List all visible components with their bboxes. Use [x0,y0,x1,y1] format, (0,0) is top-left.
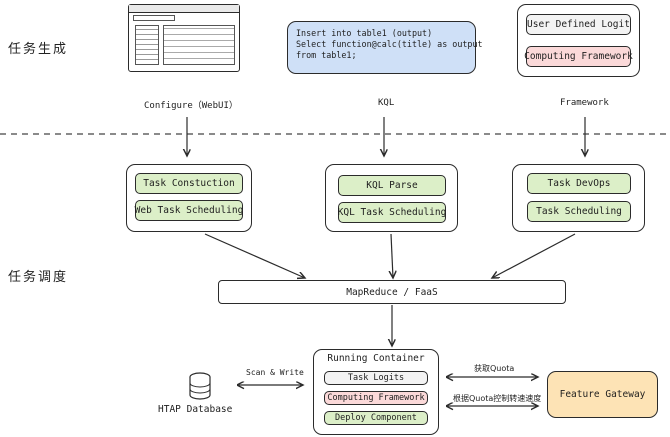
task-devops: Task DevOps [527,173,631,194]
task-scheduling: Task Scheduling [527,201,631,222]
side-label-task-generation: 任务生成 [8,42,69,57]
running-container-title: Running Container [327,353,425,364]
mapreduce-faas-bar: MapReduce / FaaS [218,280,566,304]
framework-item-computing-framework: Computing Framework [524,46,633,67]
kql-task-box: KQL Parse KQL Task Scheduling [325,164,458,232]
webui-browser-sketch [128,4,240,72]
database-label: HTAP Database [158,404,233,415]
running-container: Running Container Task Logits Computing … [313,349,439,435]
feature-gateway: Feature Gateway [547,371,658,418]
web-task-scheduling: Web Task Scheduling [135,200,243,221]
quota-control-label: 根据Quota控制转速速度 [453,394,542,403]
task-construction: Task Constuction [135,173,243,194]
container-task-logits: Task Logits [324,371,428,385]
kql-code-line-1: Insert into table1 (output) [296,28,433,38]
scan-write-label: Scan & Write [246,368,304,377]
database-icon [188,372,212,404]
web-task-box: Task Constuction Web Task Scheduling [126,164,252,232]
get-quota-label: 获取Quota [474,364,515,373]
side-label-task-scheduling: 任务调度 [8,270,69,285]
framework-box: User Defined Logit Computing Framework [517,4,640,77]
kql-parse: KQL Parse [338,175,446,196]
kql-code-line-3: from table1; [296,50,357,60]
container-deploy-component: Deploy Component [324,411,428,425]
framework-item-user-defined-logit: User Defined Logit [526,14,631,35]
kql-code-box: Insert into table1 (output) Select funct… [287,21,483,74]
framework-label: Framework [560,98,609,108]
devops-task-box: Task DevOps Task Scheduling [512,164,645,232]
kql-label: KQL [378,98,395,108]
webui-label: Configure（WebUI） [144,101,238,111]
kql-task-scheduling: KQL Task Scheduling [338,202,446,223]
container-computing-framework: Computing Framework [324,391,428,405]
kql-code-line-2: Select function@calc(title) as output [296,39,483,49]
